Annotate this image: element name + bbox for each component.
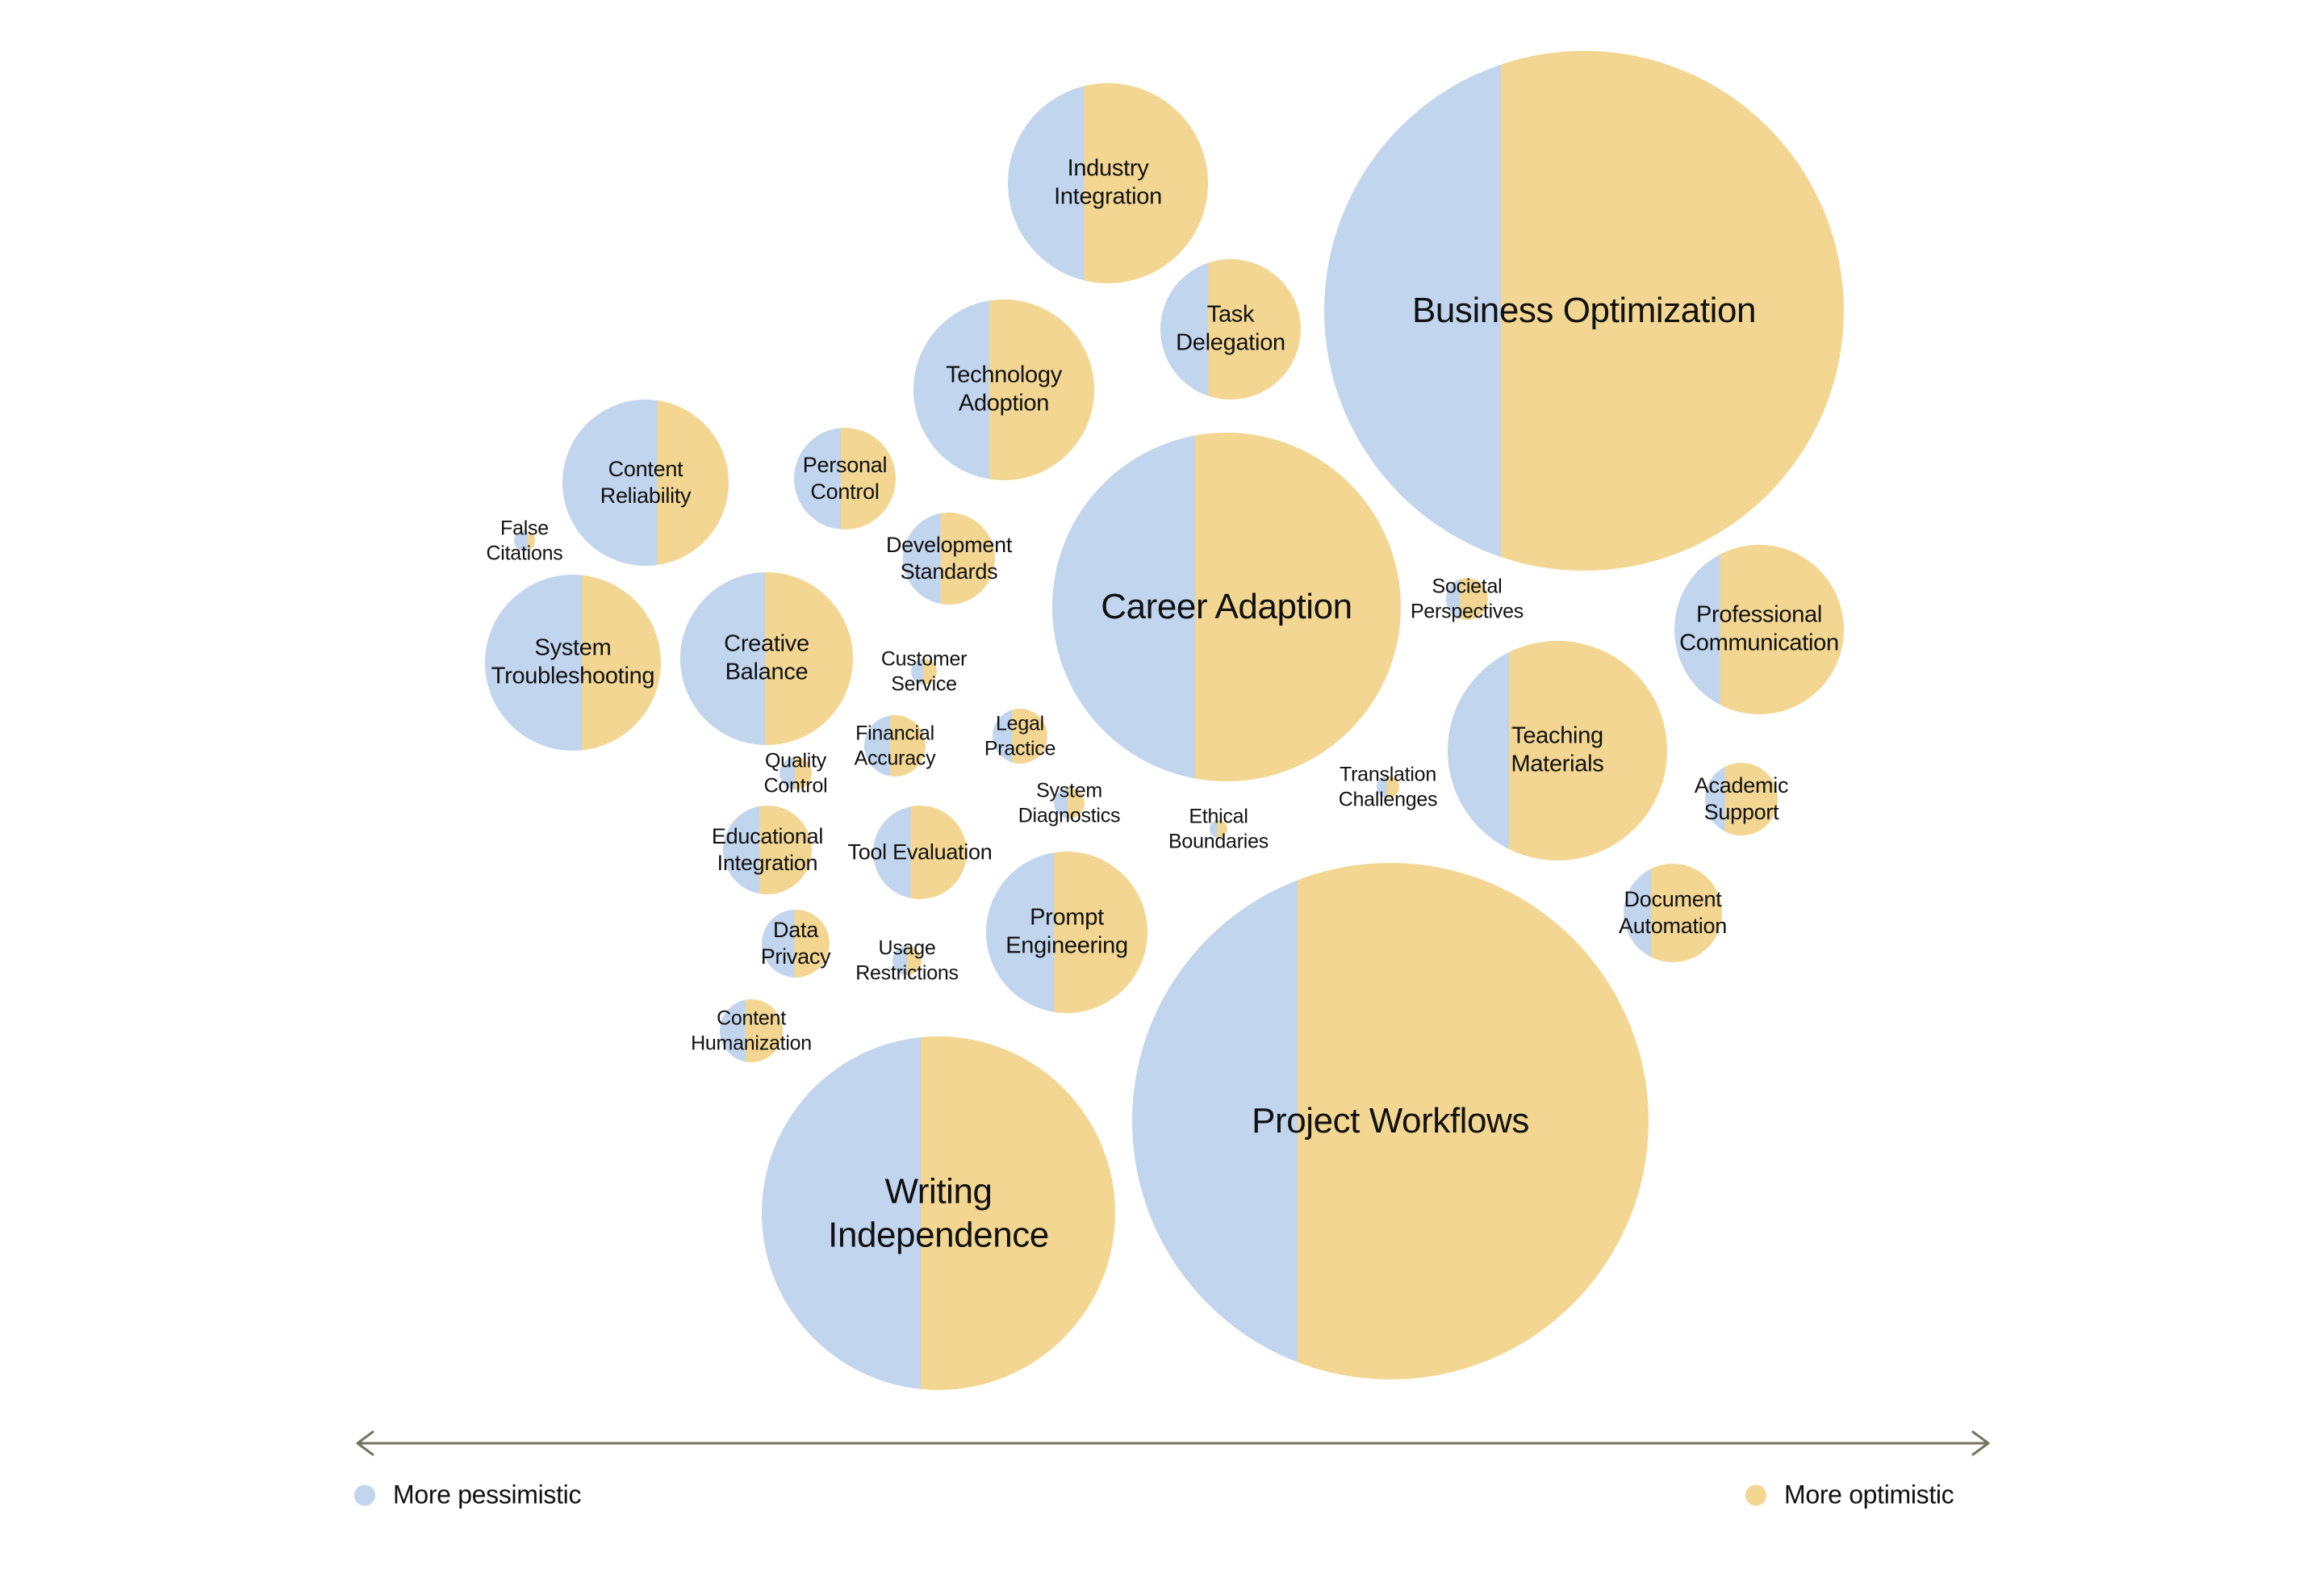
- legend-pessimistic-label: More pessimistic: [393, 1480, 582, 1509]
- bubble-label-usage-restrictions: Usage Restrictions: [855, 936, 959, 985]
- bubble-tool-evaluation: [873, 806, 967, 899]
- bubble-career-adaption: [1052, 433, 1401, 781]
- bubble-technology-adoption: [913, 299, 1094, 480]
- bubble-label-development-standards: Development Standards: [885, 533, 1013, 584]
- bubble-task-delegation: [1160, 259, 1301, 400]
- bubble-label-ethical-boundaries: Ethical Boundaries: [1168, 805, 1269, 853]
- optimistic-dot-icon: [1745, 1484, 1766, 1505]
- bubble-label-false-citations: False Citations: [486, 517, 563, 565]
- legend-optimistic-label: More optimistic: [1784, 1480, 1954, 1509]
- bubble-label-financial-accuracy: Financial Accuracy: [854, 722, 936, 770]
- bubble-financial-accuracy: [864, 715, 926, 777]
- bubble-translation-challenges: [1377, 776, 1399, 798]
- bubble-false-citations: [514, 530, 535, 551]
- bubble-prompt-engineering: [986, 852, 1147, 1013]
- bubble-document-automation: [1624, 864, 1722, 962]
- bubble-personal-control: [794, 428, 896, 530]
- bubble-content-reliability: [562, 400, 729, 566]
- bubble-label-academic-support: Academic Support: [1694, 773, 1789, 824]
- bubble-label-technology-adoption: Technology Adoption: [946, 362, 1062, 417]
- bubble-label-data-privacy: Data Privacy: [760, 918, 831, 969]
- bubble-label-legal-practice: Legal Practice: [984, 712, 1056, 760]
- bubble-project-workflows: [1132, 863, 1649, 1379]
- bubble-industry-integration: [1008, 83, 1208, 283]
- bubble-label-industry-integration: Industry Integration: [1054, 155, 1162, 210]
- sentiment-axis-arrow: [356, 1430, 1990, 1456]
- bubble-writing-independence: [762, 1036, 1115, 1390]
- bubble-label-prompt-engineering: Prompt Engineering: [1005, 904, 1128, 959]
- bubble-label-personal-control: Personal Control: [802, 453, 888, 504]
- bubble-ethical-boundaries: [1210, 820, 1227, 838]
- bubble-label-content-humanization: Content Humanization: [691, 1007, 812, 1055]
- bubble-creative-balance: [680, 572, 853, 745]
- bubble-usage-restrictions: [892, 946, 922, 975]
- bubble-label-customer-service: Customer Service: [880, 647, 968, 696]
- legend-optimistic: More optimistic: [1745, 1480, 1954, 1510]
- bubble-label-tool-evaluation: Tool Evaluation: [847, 839, 993, 864]
- bubble-academic-support: [1705, 763, 1778, 835]
- bubble-label-writing-independence: Writing Independence: [828, 1171, 1049, 1254]
- bubble-societal-perspectives: [1446, 578, 1488, 620]
- bubble-label-societal-perspectives: Societal Perspectives: [1410, 575, 1524, 623]
- bubble-business-optimization: [1324, 51, 1844, 571]
- arrowhead-right-icon: [1971, 1430, 1990, 1456]
- bubble-content-humanization: [720, 999, 783, 1062]
- bubble-label-creative-balance: Creative Balance: [724, 630, 809, 685]
- bubble-teaching-materials: [1448, 641, 1667, 860]
- bubble-label-quality-control: Quality Control: [763, 749, 828, 797]
- bubble-customer-service: [911, 659, 937, 684]
- bubble-label-professional-communication: Professional Communication: [1679, 601, 1839, 656]
- bubble-label-teaching-materials: Teaching Materials: [1511, 722, 1604, 777]
- bubble-label-educational-integration: Educational Integration: [711, 824, 824, 875]
- legend-pessimistic: More pessimistic: [354, 1480, 581, 1510]
- bubble-data-privacy: [762, 910, 830, 977]
- bubble-professional-communication: [1674, 545, 1844, 714]
- bubble-legal-practice: [993, 709, 1047, 764]
- bubble-label-translation-challenges: Translation Challenges: [1338, 763, 1438, 811]
- bubble-label-business-optimization: Business Optimization: [1411, 291, 1757, 331]
- bubble-label-project-workflows: Project Workflows: [1252, 1101, 1529, 1141]
- bubble-label-system-diagnostics: System Diagnostics: [1018, 779, 1121, 827]
- bubble-label-system-troubleshooting: System Troubleshooting: [491, 634, 655, 689]
- pessimistic-dot-icon: [354, 1484, 375, 1505]
- bubble-label-document-automation: Document Automation: [1619, 887, 1727, 938]
- bubble-system-diagnostics: [1054, 788, 1085, 818]
- bubble-label-content-reliability: Content Reliability: [600, 457, 692, 508]
- bubble-development-standards: [903, 513, 995, 605]
- bubble-system-troubleshooting: [485, 575, 661, 751]
- bubble-quality-control: [780, 757, 812, 789]
- bubble-label-task-delegation: Task Delegation: [1176, 301, 1285, 356]
- bubble-label-career-adaption: Career Adaption: [1101, 587, 1352, 627]
- arrowhead-left-icon: [356, 1430, 374, 1456]
- bubble-educational-integration: [723, 806, 812, 894]
